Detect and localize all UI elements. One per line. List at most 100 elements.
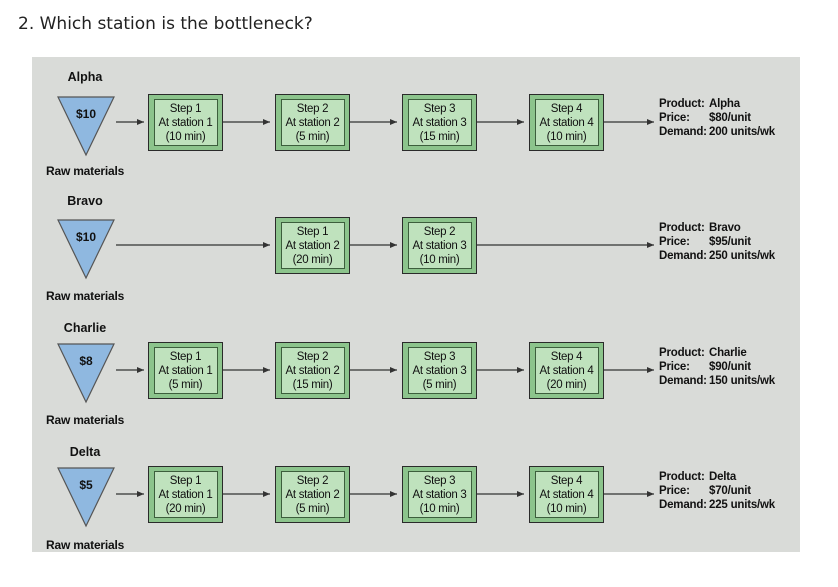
info-value: 250 units/wk (709, 250, 775, 262)
raw-materials-label: Raw materials (46, 538, 125, 552)
step-time: (10 min) (546, 130, 587, 143)
step-time: (20 min) (292, 253, 333, 266)
info-key: Price: (659, 112, 690, 124)
raw-materials-label: Raw materials (46, 164, 125, 178)
info-key: Price: (659, 485, 690, 497)
step-number: Step 4 (550, 102, 583, 115)
info-key: Demand: (659, 499, 707, 511)
product-name-alpha: Alpha (67, 70, 103, 84)
step-box: Step 2 At station 2 (15 min) (275, 342, 350, 399)
info-key: Price: (659, 361, 690, 373)
info-value: $90/unit (709, 361, 751, 373)
step-station: At station 1 (158, 116, 213, 129)
info-key: Demand: (659, 250, 707, 262)
product-info: Product: Alpha Price: $80/unit Demand:200 … (659, 97, 775, 139)
info-value: 225 units/wk (709, 499, 775, 511)
step-box: Step 4 At station 4 (20 min) (529, 342, 604, 399)
step-time: (15 min) (419, 130, 460, 143)
step-box: Step 3 At station 3 (15 min) (402, 94, 477, 151)
step-time: (5 min) (295, 130, 330, 143)
question-heading: 2. Which station is the bottleneck? (18, 14, 313, 34)
raw-material-triangle: $10 (56, 95, 116, 157)
step-time: (20 min) (165, 502, 206, 515)
product-name-charlie: Charlie (63, 321, 107, 335)
step-number: Step 4 (550, 350, 583, 363)
step-time: (5 min) (295, 502, 330, 515)
step-station: At station 3 (412, 239, 467, 252)
info-key: Product: (659, 222, 705, 234)
step-time: (15 min) (292, 378, 333, 391)
step-number: Step 1 (296, 225, 329, 238)
info-key: Demand: (659, 375, 707, 387)
step-box: Step 2 At station 2 (5 min) (275, 466, 350, 523)
step-number: Step 1 (169, 350, 202, 363)
step-station: At station 4 (539, 116, 594, 129)
info-value: $70/unit (709, 485, 751, 497)
product-name-delta: Delta (69, 445, 101, 459)
step-number: Step 2 (423, 225, 456, 238)
raw-material-cost: $8 (79, 354, 93, 368)
product-info: Product: Charlie Price: $90/unit Demand:15… (659, 346, 775, 388)
step-station: At station 4 (539, 364, 594, 377)
step-box: Step 2 At station 3 (10 min) (402, 217, 477, 274)
step-number: Step 3 (423, 474, 456, 487)
step-box: Step 2 At station 2 (5 min) (275, 94, 350, 151)
product-name-bravo: Bravo (67, 194, 103, 208)
step-station: At station 2 (285, 488, 340, 501)
step-station: At station 1 (158, 364, 213, 377)
step-box: Step 3 At station 3 (5 min) (402, 342, 477, 399)
step-station: At station 4 (539, 488, 594, 501)
step-time: (5 min) (168, 378, 203, 391)
info-value: $80/unit (709, 112, 751, 124)
info-value: $95/unit (709, 236, 751, 248)
product-info: Product: Delta Price: $70/unit Demand:225 … (659, 470, 775, 512)
info-value: Charlie (709, 347, 747, 359)
raw-materials-label: Raw materials (46, 289, 125, 303)
step-number: Step 3 (423, 350, 456, 363)
step-station: At station 1 (158, 488, 213, 501)
step-station: At station 2 (285, 239, 340, 252)
step-number: Step 2 (296, 350, 329, 363)
step-number: Step 3 (423, 102, 456, 115)
step-box: Step 3 At station 3 (10 min) (402, 466, 477, 523)
step-number: Step 1 (169, 102, 202, 115)
step-time: (5 min) (422, 378, 457, 391)
step-box: Step 1 At station 1 (5 min) (148, 342, 223, 399)
step-number: Step 2 (296, 474, 329, 487)
info-value: Bravo (709, 222, 741, 234)
step-time: (10 min) (546, 502, 587, 515)
info-key: Product: (659, 98, 705, 110)
step-box: Step 4 At station 4 (10 min) (529, 466, 604, 523)
info-value: 150 units/wk (709, 375, 775, 387)
step-station: At station 3 (412, 488, 467, 501)
info-value: 200 units/wk (709, 126, 775, 138)
step-number: Step 4 (550, 474, 583, 487)
flow-diagram: Alpha $10 Raw materials Step 1 At statio… (32, 57, 800, 552)
step-number: Step 2 (296, 102, 329, 115)
info-value: Alpha (709, 98, 740, 110)
info-value: Delta (709, 471, 737, 483)
step-time: (10 min) (165, 130, 206, 143)
step-time: (10 min) (419, 502, 460, 515)
step-station: At station 2 (285, 364, 340, 377)
step-station: At station 3 (412, 116, 467, 129)
raw-material-triangle: $5 (56, 466, 116, 528)
step-station: At station 2 (285, 116, 340, 129)
step-box: Step 1 At station 1 (10 min) (148, 94, 223, 151)
product-info: Product: Bravo Price: $95/unit Demand:250 … (659, 221, 775, 263)
raw-material-cost: $10 (75, 230, 97, 244)
raw-material-triangle: $8 (56, 342, 116, 404)
step-box: Step 1 At station 1 (20 min) (148, 466, 223, 523)
step-number: Step 1 (169, 474, 202, 487)
raw-material-triangle: $10 (56, 218, 116, 280)
raw-materials-label: Raw materials (46, 413, 125, 427)
info-key: Product: (659, 471, 705, 483)
connector-arrows (116, 119, 654, 497)
info-key: Product: (659, 347, 705, 359)
step-station: At station 3 (412, 364, 467, 377)
info-key: Price: (659, 236, 690, 248)
step-box: Step 4 At station 4 (10 min) (529, 94, 604, 151)
raw-material-cost: $10 (75, 107, 97, 121)
info-key: Demand: (659, 126, 707, 138)
step-time: (10 min) (419, 253, 460, 266)
